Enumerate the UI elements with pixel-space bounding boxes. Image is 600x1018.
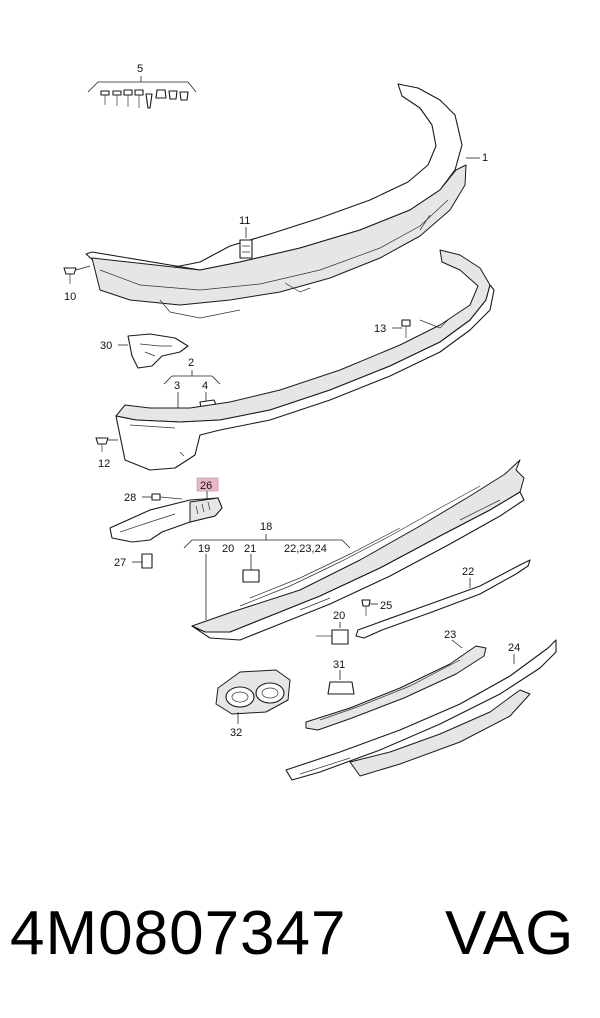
callout-1: 1 — [482, 152, 488, 164]
part-number: 4M0807347 — [10, 899, 347, 968]
callout-13: 13 — [374, 323, 386, 335]
callout-4: 4 — [202, 380, 208, 392]
rear-diffuser — [183, 459, 525, 641]
callout-10: 10 — [64, 291, 76, 303]
callout-23: 23 — [444, 629, 456, 641]
screw-part-25 — [361, 599, 378, 616]
callout-11: 11 — [239, 215, 250, 227]
callout-2: 2 — [188, 357, 194, 369]
fastener-set — [87, 76, 197, 109]
footer-caption: 4M0807347 VAG — [0, 880, 600, 990]
callout-20-top: 20 — [222, 543, 234, 555]
callout-20: 20 — [333, 610, 345, 622]
callout-3: 3 — [174, 380, 180, 392]
trim-strip-part-22 — [355, 559, 531, 639]
clip-part-11 — [239, 227, 253, 259]
clip-part-20 — [316, 622, 349, 645]
lower-trim-part-23 — [305, 639, 487, 731]
callout-27: 27 — [114, 557, 126, 569]
bracket-part-30 — [118, 333, 189, 369]
bracket-part-26 — [109, 477, 223, 543]
callout-21: 21 — [244, 543, 256, 555]
bolt-part-13 — [392, 319, 411, 338]
clip-part-31 — [327, 670, 355, 695]
callout-24: 24 — [508, 642, 520, 654]
callout-25: 25 — [380, 600, 392, 612]
callout-18: 18 — [260, 521, 272, 533]
callout-31: 31 — [333, 659, 345, 671]
callout-32: 32 — [230, 727, 242, 739]
lower-bumper-cover — [115, 249, 495, 471]
callout-5: 5 — [137, 63, 143, 75]
callout-12: 12 — [98, 458, 110, 470]
clip-part-27 — [132, 553, 153, 569]
brand-name: VAG — [445, 899, 575, 968]
screw-part-12 — [95, 437, 118, 452]
callout-28: 28 — [124, 492, 136, 504]
part-26-highlight — [196, 477, 219, 492]
callout-22: 22 — [462, 566, 474, 578]
screw-part-10 — [63, 265, 91, 284]
callout-labels: 1 2 3 4 5 10 11 12 13 18 19 20 21 22,23,… — [64, 63, 520, 739]
callout-19: 19 — [198, 543, 210, 555]
callout-22-23-24: 22,23,24 — [284, 543, 327, 555]
exhaust-tips-part-32 — [215, 669, 291, 724]
bumper-cover-upper — [85, 83, 467, 319]
lower-diffuser-part-24 — [285, 639, 557, 781]
bolt-part-28 — [142, 493, 183, 501]
callout-26: 26 — [200, 480, 212, 492]
callout-30: 30 — [100, 340, 112, 352]
